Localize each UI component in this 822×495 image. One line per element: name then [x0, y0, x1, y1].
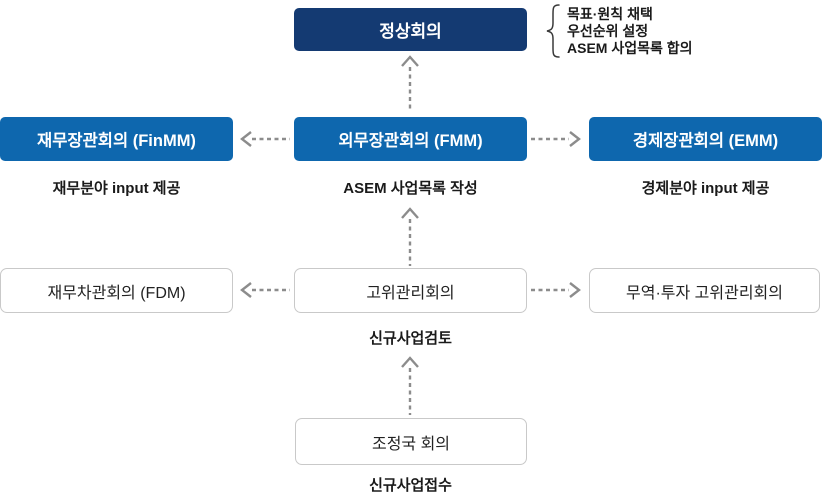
dashed-arrow-left-som-to-fdm-icon — [238, 281, 290, 299]
finmm-caption: 재무분야 input 제공 — [52, 180, 181, 197]
dashed-arrow-up-fmm-to-summit-icon — [399, 54, 421, 114]
summit-note: ASEM 사업목록 합의 — [567, 40, 693, 56]
coordinators-meeting-box: 조정국 회의 — [295, 418, 527, 465]
som-caption: 신규사업검토 — [369, 330, 452, 347]
coordinator-caption: 신규사업접수 — [369, 477, 452, 494]
summit-notes: 목표·원칙 채택 우선순위 설정 ASEM 사업목록 합의 — [567, 6, 693, 56]
finance-deputies-meeting-box: 재무차관회의 (FDM) — [0, 268, 233, 313]
dashed-arrow-up-som-to-fmm-icon — [399, 206, 421, 268]
summit-note: 우선순위 설정 — [567, 23, 649, 39]
foreign-ministers-meeting-box: 외무장관회의 (FMM) — [294, 117, 527, 161]
fmm-caption: ASEM 사업목록 작성 — [343, 180, 478, 197]
brace-icon — [543, 3, 563, 59]
finance-ministers-meeting-box: 재무장관회의 (FinMM) — [0, 117, 233, 161]
trade-investment-som-box: 무역·투자 고위관리회의 — [589, 268, 820, 313]
emm-caption: 경제분야 input 제공 — [641, 180, 770, 197]
senior-officials-meeting-box: 고위관리회의 — [294, 268, 527, 313]
dashed-arrow-right-som-to-tisom-icon — [531, 281, 583, 299]
dashed-arrow-left-fmm-to-finmm-icon — [238, 130, 290, 148]
economic-ministers-meeting-box: 경제장관회의 (EMM) — [589, 117, 822, 161]
dashed-arrow-up-coordinator-to-som-icon — [399, 355, 421, 417]
summit-note: 목표·원칙 채택 — [567, 6, 653, 22]
summit-meeting-box: 정상회의 — [294, 8, 527, 51]
dashed-arrow-right-fmm-to-emm-icon — [531, 130, 583, 148]
